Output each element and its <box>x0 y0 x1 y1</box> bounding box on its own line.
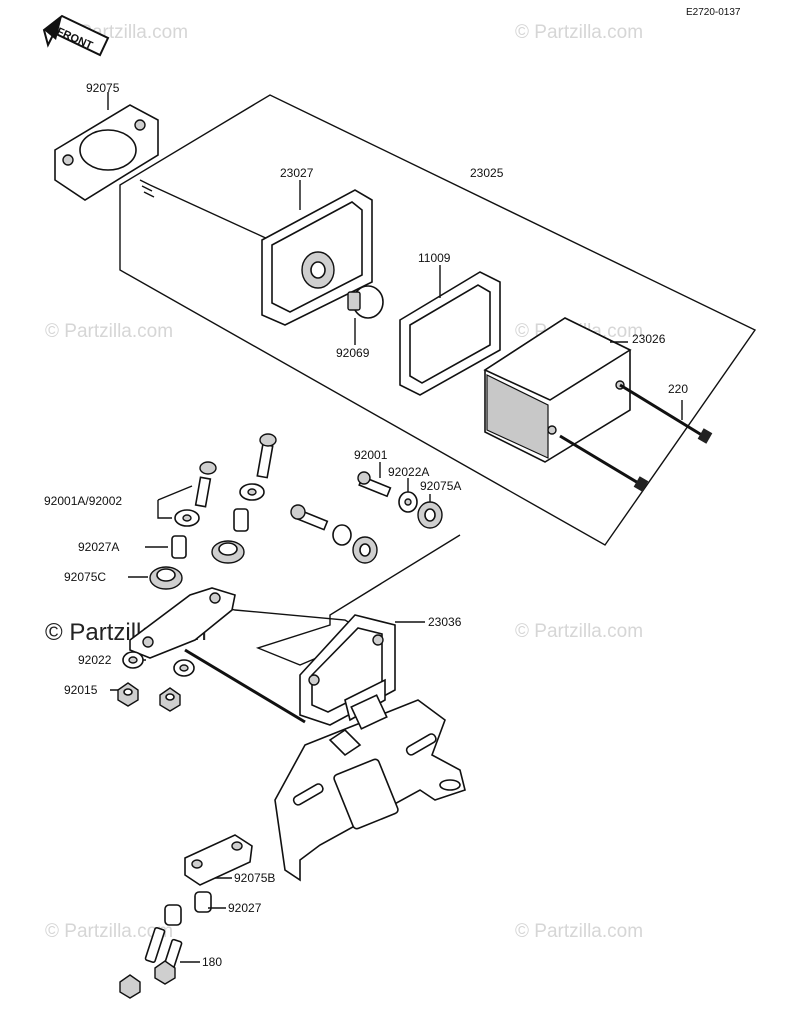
front-arrow-icon: FRONT <box>42 14 110 57</box>
plate-92075B <box>184 834 253 886</box>
label-23027: 23027 <box>280 166 314 180</box>
assembly-outline-23025 <box>119 94 757 546</box>
grommet-92075C <box>149 540 245 590</box>
label-92075: 92075 <box>86 81 120 95</box>
label-92069: 92069 <box>336 346 370 360</box>
bulb-92069 <box>347 285 384 319</box>
bolt-180 <box>119 927 183 999</box>
label-92027: 92027 <box>228 901 262 915</box>
nut-92015 <box>117 682 181 712</box>
label-11009: 11009 <box>418 251 451 265</box>
lamp-housing-23027 <box>261 189 373 326</box>
label-23025: 23025 <box>470 166 504 180</box>
screw-220 <box>559 383 713 492</box>
collar-92027 <box>164 891 212 926</box>
diagram-code: E2720-0137 <box>686 7 741 18</box>
label-92015: 92015 <box>64 683 98 697</box>
washer-92022 <box>122 651 195 677</box>
label-220: 220 <box>668 382 688 396</box>
label-23026: 23026 <box>632 332 666 346</box>
label-92001A-92002: 92001A/92002 <box>44 494 122 508</box>
label-92027A: 92027A <box>78 540 119 554</box>
label-180: 180 <box>202 955 222 969</box>
watermark: © Partzilla.com <box>45 321 173 342</box>
watermark: © Partzilla.com <box>515 621 643 642</box>
label-92075A: 92075A <box>420 479 461 493</box>
wire-harness <box>139 179 271 241</box>
pad-92075 <box>54 104 159 201</box>
collar-92027A <box>171 508 249 559</box>
license-bracket <box>274 694 466 882</box>
part-labels: 92075 23027 23025 11009 92069 23026 220 … <box>44 81 688 969</box>
label-92075B: 92075B <box>234 871 275 885</box>
lens-23026 <box>483 317 632 463</box>
bolt-92001A <box>194 461 217 508</box>
watermark: © Partzilla.com <box>515 921 643 942</box>
washer <box>174 483 265 527</box>
label-92022: 92022 <box>78 653 112 667</box>
watermark: © Partzilla.com <box>45 921 173 942</box>
grommet-92075A <box>352 501 443 564</box>
mount-plate <box>129 587 306 724</box>
label-92022A: 92022A <box>388 465 429 479</box>
label-92075C: 92075C <box>64 570 106 584</box>
bolt-92002 <box>256 433 277 479</box>
washer-92022A <box>332 491 418 546</box>
watermark: © Partzilla.com <box>515 22 643 43</box>
bolt-92001 <box>290 471 392 531</box>
label-23036: 23036 <box>428 615 462 629</box>
gasket-11009 <box>399 271 501 396</box>
label-92001: 92001 <box>354 448 388 462</box>
